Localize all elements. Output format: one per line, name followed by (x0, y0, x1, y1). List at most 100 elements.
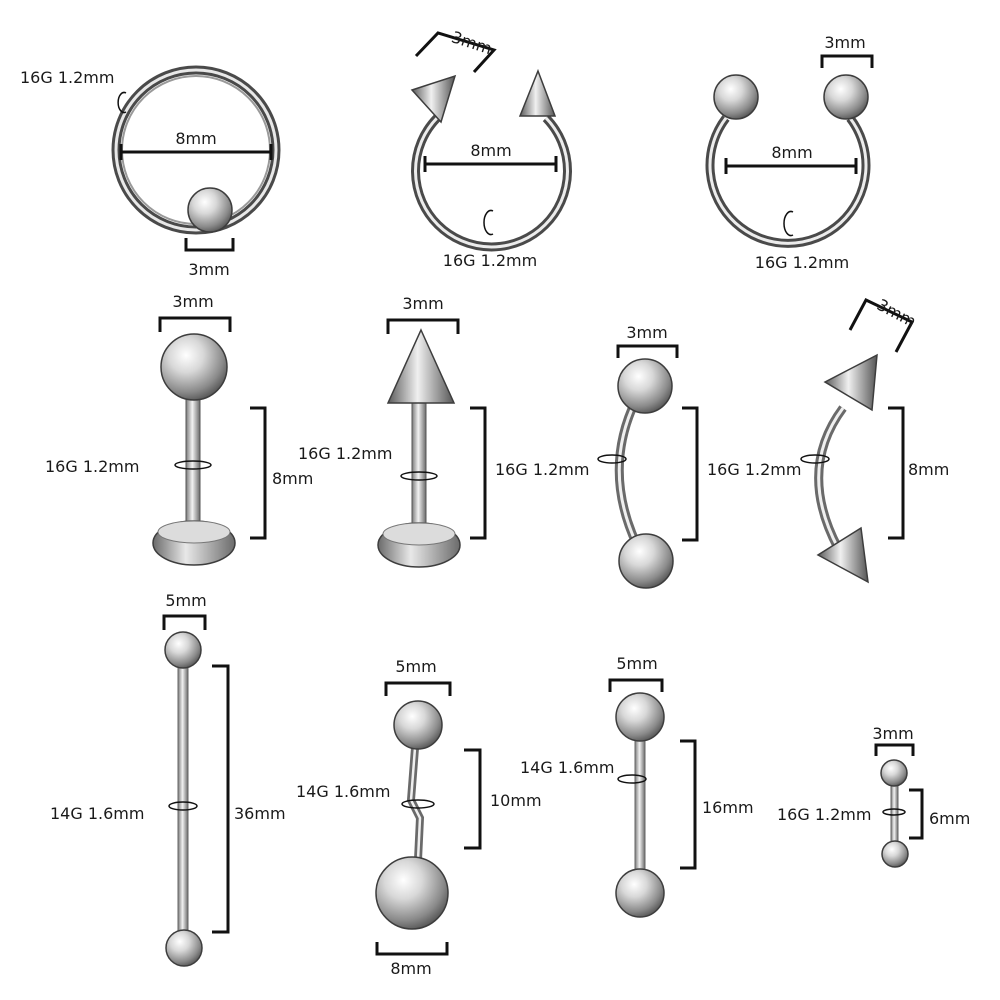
length-bracket (888, 406, 905, 540)
gauge-label: 16G 1.2mm (495, 460, 589, 479)
labret-spike-cone (386, 328, 456, 404)
bottom-ball-bracket (375, 942, 449, 956)
labret-ball (160, 333, 228, 401)
ball-label: 5mm (165, 591, 206, 610)
ball-bracket (874, 743, 915, 756)
ball-label: 3mm (824, 33, 865, 52)
gauge-ring-marker (400, 471, 438, 481)
ball-bracket (616, 344, 679, 358)
labret-ball: 3mm 16G 1.2mm 8mm (45, 292, 313, 566)
gauge-label: 16G 1.2mm (298, 444, 392, 463)
industrial-barbell: 5mm 14G 1.6mm 36mm (50, 591, 286, 967)
length-bracket (464, 748, 482, 850)
gauge-ring-marker (597, 454, 627, 464)
bottom-ball (165, 929, 203, 967)
ball-bracket (820, 54, 874, 68)
ring-ball (187, 187, 233, 233)
horseshoe-arc (705, 115, 871, 248)
spike-label: 3mm (874, 295, 919, 331)
gauge-ring-marker (483, 209, 494, 236)
gauge-label: 16G 1.2mm (777, 805, 871, 824)
spike-bracket (848, 298, 915, 353)
length-label: 36mm (234, 804, 286, 823)
horseshoe-arc-highlight (708, 117, 868, 245)
diameter-bracket (119, 144, 273, 160)
gauge-label: 16G 1.2mm (45, 457, 139, 476)
bottom-ball (881, 840, 909, 868)
ball-right (823, 74, 869, 120)
gauge-ring-marker (783, 210, 794, 237)
gauge-ring-marker (117, 91, 127, 114)
gauge-ring-marker (401, 799, 435, 809)
diameter-bracket (423, 156, 558, 172)
belly-bar-highlight (409, 734, 422, 861)
bottom-ball (618, 533, 674, 589)
labret-post (411, 395, 427, 527)
bottom-spike (816, 526, 869, 584)
gauge-ring-marker (800, 454, 830, 464)
gauge-label: 16G 1.2mm (443, 251, 537, 270)
spike-label: 3mm (449, 27, 494, 58)
belly-button-ring: 5mm 14G 1.6mm 10mm 8mm (296, 657, 542, 978)
industrial-bar (177, 665, 189, 933)
length-label: 16mm (702, 798, 754, 817)
gauge-label: 16G 1.2mm (707, 460, 801, 479)
ball-label: 5mm (616, 654, 657, 673)
labret-spike: 3mm 16G 1.2mm (298, 294, 487, 568)
length-label: 8mm (272, 469, 313, 488)
top-ball (615, 692, 665, 742)
captive-bead-ring: 16G 1.2mm 8mm 3mm (20, 65, 281, 279)
ring-gauge-label: 16G 1.2mm (20, 68, 114, 87)
gauge-ring-marker (174, 460, 212, 470)
ring-ball-label: 3mm (188, 260, 229, 279)
length-label: 10mm (490, 791, 542, 810)
gauge-label: 14G 1.6mm (50, 804, 144, 823)
horseshoe-arc (411, 114, 572, 252)
tongue-barbell: 5mm 14G 1.6mm 16mm (520, 654, 754, 918)
bottom-ball-label: 8mm (390, 959, 431, 978)
length-label: 8mm (908, 460, 949, 479)
length-label: 6mm (929, 809, 970, 828)
bottom-ball (615, 868, 665, 918)
length-bracket (682, 406, 699, 542)
gauge-label: 14G 1.6mm (296, 782, 390, 801)
top-ball-label: 5mm (395, 657, 436, 676)
spike-bracket (386, 318, 460, 334)
length-bracket (909, 788, 924, 840)
length-bracket (680, 739, 697, 870)
ring-diameter-label: 8mm (175, 129, 216, 148)
labret-disc-top (382, 522, 456, 546)
curved-barbell-ball: 3mm 16G 1.2mm (495, 323, 699, 589)
diameter-label: 8mm (470, 141, 511, 160)
bottom-ball (375, 856, 449, 930)
ball-bracket (158, 316, 232, 332)
horseshoe-arc-highlight (414, 116, 569, 249)
ring-highlight (114, 68, 278, 232)
gauge-label: 16G 1.2mm (755, 253, 849, 272)
horseshoe-spike: 3mm 8mm 16G 1.2mm (410, 27, 572, 270)
top-ball (393, 700, 443, 750)
ball-label: 3mm (626, 323, 667, 342)
gauge-ring-marker (168, 801, 198, 811)
top-ball (164, 631, 202, 669)
mini-barbell: 3mm 16G 1.2mm 6mm (777, 724, 970, 868)
spike-label: 3mm (402, 294, 443, 313)
ball-bracket (162, 614, 207, 630)
ball-bracket (184, 238, 235, 252)
top-ball (617, 358, 673, 414)
curved-barbell-spike: 3mm 16G 1.2mm 8mm (707, 295, 949, 584)
spike-bracket (414, 31, 497, 74)
ball-label: 3mm (872, 724, 913, 743)
curved-bar-highlight (817, 407, 845, 549)
diameter-bracket (724, 158, 858, 174)
spike-left (410, 74, 457, 124)
horseshoe-ball: 3mm 8mm 16G 1.2mm (705, 33, 874, 272)
length-bracket (470, 406, 487, 540)
labret-post (185, 385, 201, 527)
top-ball (880, 759, 908, 787)
spike-right (518, 68, 557, 117)
ball-label: 3mm (172, 292, 213, 311)
diameter-label: 8mm (771, 143, 812, 162)
gauge-label: 14G 1.6mm (520, 758, 614, 777)
